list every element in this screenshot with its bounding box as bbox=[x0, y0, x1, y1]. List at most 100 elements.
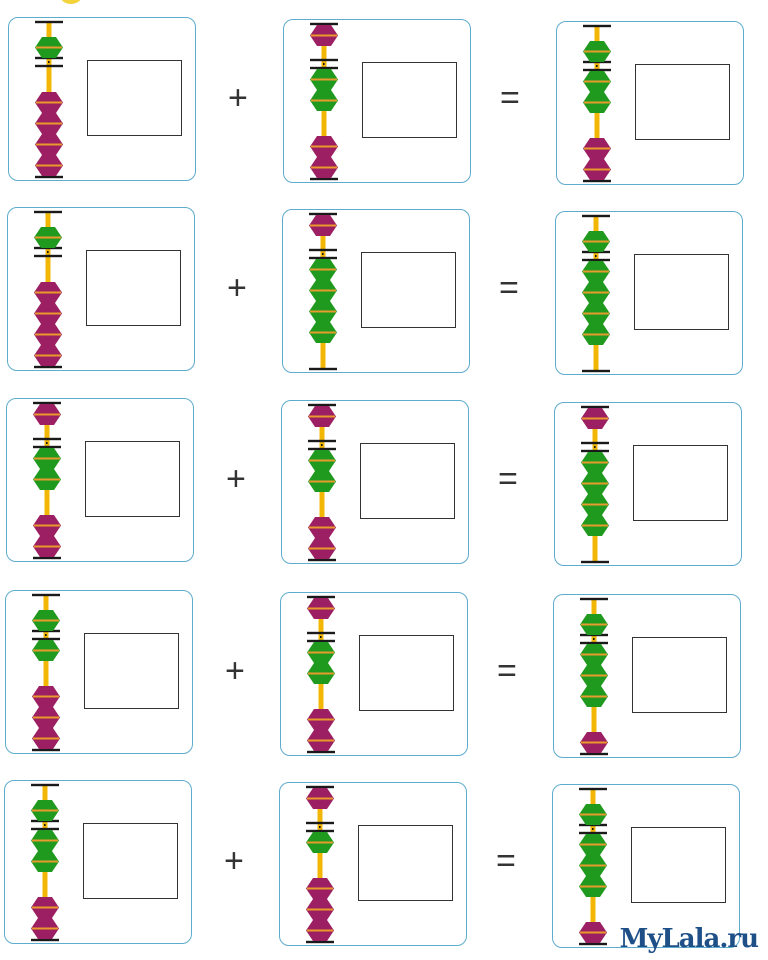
inactive-bead bbox=[310, 25, 338, 46]
answer-box[interactable] bbox=[84, 633, 179, 709]
divider-bar-lower bbox=[583, 68, 611, 72]
divider-dot bbox=[592, 828, 594, 830]
divider-bar-lower bbox=[35, 64, 63, 68]
result-card bbox=[552, 784, 740, 948]
inactive-bead bbox=[31, 918, 59, 939]
inactive-bead bbox=[306, 920, 334, 941]
addend-card-right bbox=[281, 400, 469, 564]
divider-dot bbox=[321, 444, 323, 446]
answer-box[interactable] bbox=[86, 250, 181, 326]
plus-sign: + bbox=[228, 79, 248, 117]
equals-sign: = bbox=[498, 460, 518, 498]
top-bar bbox=[32, 593, 60, 597]
bottom-bar bbox=[34, 365, 62, 369]
active-bead bbox=[583, 92, 611, 113]
bottom-bar bbox=[309, 367, 337, 371]
answer-box[interactable] bbox=[632, 637, 727, 713]
abacus bbox=[307, 595, 335, 754]
divider-dot bbox=[44, 824, 46, 826]
active-bead bbox=[308, 450, 336, 471]
abacus bbox=[31, 783, 59, 942]
inactive-bead bbox=[35, 113, 63, 134]
top-bar bbox=[308, 403, 336, 407]
answer-box[interactable] bbox=[359, 635, 454, 711]
active-bead bbox=[581, 515, 609, 536]
answer-box[interactable] bbox=[361, 252, 456, 328]
divider-bar-lower bbox=[32, 637, 60, 641]
active-bead bbox=[33, 448, 61, 469]
equals-sign: = bbox=[500, 79, 520, 117]
abacus bbox=[34, 210, 62, 369]
addend-card-right bbox=[280, 592, 468, 756]
active-bead bbox=[579, 876, 607, 897]
top-bar bbox=[310, 22, 338, 26]
plus-sign: + bbox=[227, 269, 247, 307]
inactive-bead bbox=[309, 215, 337, 236]
divider-dot bbox=[47, 251, 49, 253]
divider-bar-lower bbox=[579, 831, 607, 835]
inactive-bead bbox=[34, 282, 62, 303]
addend-card-left bbox=[8, 17, 196, 181]
answer-box[interactable] bbox=[633, 445, 728, 521]
divider-bar-lower bbox=[308, 447, 336, 451]
inactive-bead bbox=[308, 538, 336, 559]
active-bead bbox=[581, 473, 609, 494]
top-bar bbox=[582, 214, 610, 218]
inactive-bead bbox=[308, 406, 336, 427]
top-bar bbox=[583, 24, 611, 28]
inactive-bead bbox=[579, 922, 607, 943]
result-card bbox=[555, 211, 743, 375]
divider-bar-lower bbox=[582, 258, 610, 262]
inactive-bead bbox=[35, 155, 63, 176]
active-bead bbox=[583, 41, 611, 62]
abacus bbox=[310, 22, 338, 181]
abacus-rod bbox=[317, 787, 323, 942]
watermark: MyLala.ru bbox=[619, 924, 759, 954]
active-bead bbox=[31, 800, 59, 821]
bottom-bar bbox=[31, 938, 59, 942]
inactive-bead bbox=[310, 157, 338, 178]
inactive-bead bbox=[35, 92, 63, 113]
active-bead bbox=[32, 640, 60, 661]
inactive-bead bbox=[33, 404, 61, 425]
divider-bar-upper bbox=[306, 821, 334, 825]
bottom-bar bbox=[308, 558, 336, 562]
inactive-bead bbox=[307, 730, 335, 751]
abacus-rod bbox=[43, 595, 49, 750]
top-bar bbox=[34, 210, 62, 214]
answer-box[interactable] bbox=[85, 441, 180, 517]
bottom-bar bbox=[35, 175, 63, 179]
inactive-bead bbox=[31, 897, 59, 918]
answer-box[interactable] bbox=[362, 62, 457, 138]
divider-dot bbox=[319, 826, 321, 828]
bottom-bar bbox=[579, 942, 607, 946]
plus-sign: + bbox=[225, 652, 245, 690]
active-bead bbox=[309, 301, 337, 322]
abacus bbox=[35, 20, 63, 179]
addend-card-left bbox=[7, 207, 195, 371]
answer-box[interactable] bbox=[358, 825, 453, 901]
active-bead bbox=[582, 303, 610, 324]
answer-box[interactable] bbox=[635, 64, 730, 140]
answer-box[interactable] bbox=[631, 827, 726, 903]
result-card bbox=[554, 402, 742, 566]
inactive-bead bbox=[35, 134, 63, 155]
inactive-bead bbox=[581, 408, 609, 429]
divider-bar-lower bbox=[307, 639, 335, 643]
answer-box[interactable] bbox=[87, 60, 182, 136]
answer-box[interactable] bbox=[634, 254, 729, 330]
decorative-sun-fragment bbox=[58, 0, 84, 4]
answer-box[interactable] bbox=[360, 443, 455, 519]
inactive-bead bbox=[34, 324, 62, 345]
answer-box[interactable] bbox=[83, 823, 178, 899]
top-bar bbox=[35, 20, 63, 24]
divider-bar-upper bbox=[581, 441, 609, 445]
inactive-bead bbox=[583, 159, 611, 180]
inactive-bead bbox=[307, 598, 335, 619]
active-bead bbox=[582, 231, 610, 252]
abacus bbox=[581, 405, 609, 564]
active-bead bbox=[582, 324, 610, 345]
active-bead bbox=[308, 471, 336, 492]
divider-dot bbox=[48, 61, 50, 63]
top-bar bbox=[309, 212, 337, 216]
